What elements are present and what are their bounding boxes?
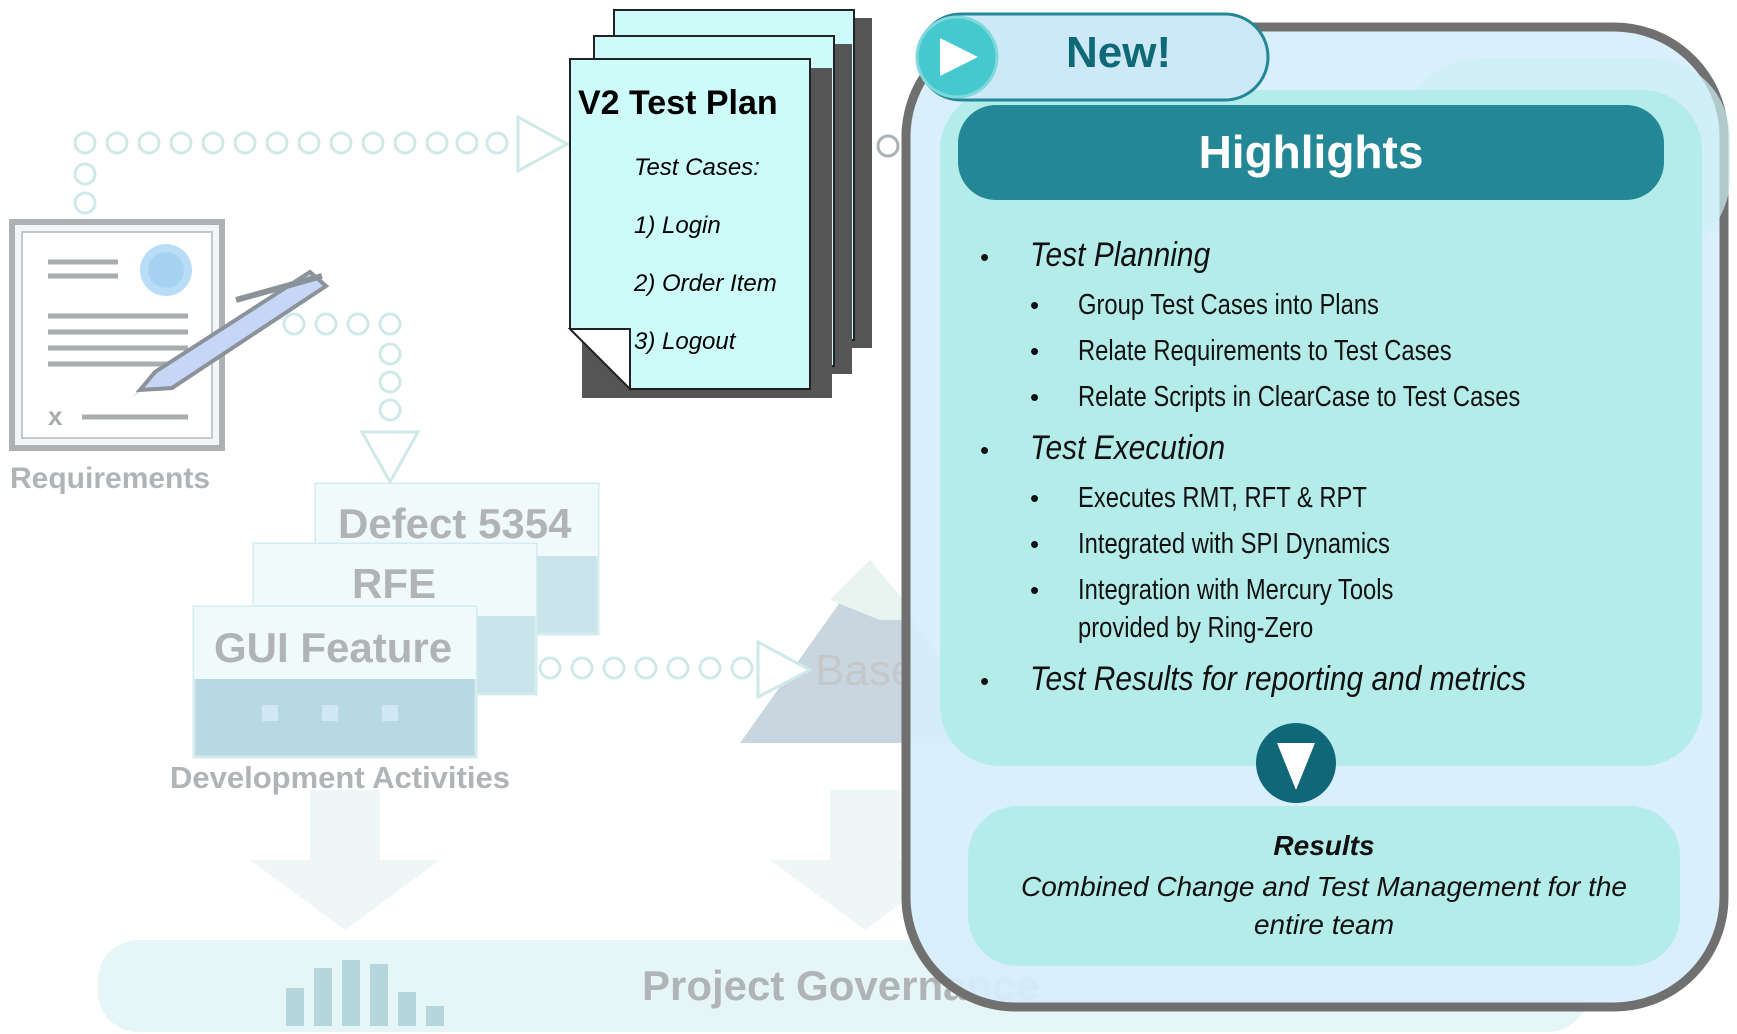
gui-feature-card-label: GUI Feature: [214, 624, 453, 671]
document-icon: x: [9, 219, 225, 451]
bullet-icon: •: [1030, 529, 1040, 559]
test-case-item: 1) Login: [634, 212, 721, 239]
section-heading: Test Results for reporting and metrics: [1030, 660, 1527, 698]
bar-chart-icon: [286, 960, 444, 1026]
rfe-card-label: RFE: [352, 560, 436, 607]
test-case-item: 3) Logout: [634, 328, 736, 355]
section-item: Group Test Cases into Plans: [1078, 289, 1379, 321]
new-badge-label: New!: [1066, 28, 1172, 77]
section-item-continued: provided by Ring-Zero: [1078, 612, 1314, 644]
dotted-connector-dev: [282, 312, 754, 680]
highlights-title: Highlights: [1198, 126, 1424, 178]
bullet-icon: •: [1030, 575, 1040, 605]
dotted-connector-top: [73, 131, 509, 215]
results-line-2: entire team: [1253, 909, 1395, 940]
defect-card-label: Defect 5354: [338, 500, 572, 547]
section-heading: Test Execution: [1030, 429, 1226, 467]
bullet-icon: •: [1030, 290, 1040, 320]
arrow-right-baseline: [756, 639, 814, 700]
section-heading: Test Planning: [1030, 236, 1211, 274]
arrow-down-dev: [359, 430, 421, 486]
requirements-label: Requirements: [10, 462, 211, 495]
test-plan-stack: [567, 9, 872, 398]
section-item: Executes RMT, RFT & RPT: [1078, 482, 1367, 514]
dev-cards: [192, 482, 600, 759]
bullet-icon: •: [1030, 382, 1040, 412]
bullet-icon: •: [980, 242, 990, 272]
pen-icon: [132, 269, 330, 398]
bullet-icon: •: [1030, 336, 1040, 366]
bullet-icon: •: [980, 435, 990, 465]
results-title: Results: [1273, 830, 1375, 861]
test-case-item: 2) Order Item: [634, 270, 777, 297]
bullet-icon: •: [1030, 483, 1040, 513]
arrow-right-top: [516, 114, 571, 174]
svg-text:x: x: [48, 401, 63, 431]
bullet-icon: •: [980, 666, 990, 696]
test-cases-label: Test Cases:: [634, 154, 760, 181]
development-activities-caption: Development Activities: [170, 760, 510, 795]
section-item: Relate Requirements to Test Cases: [1078, 335, 1452, 367]
results-line-1: Combined Change and Test Management for …: [1020, 871, 1628, 902]
section-item: Relate Scripts in ClearCase to Test Case…: [1078, 381, 1521, 413]
section-item: Integrated with SPI Dynamics: [1078, 528, 1390, 560]
section-item: Integration with Mercury Tools: [1078, 574, 1394, 606]
test-plan-title: V2 Test Plan: [578, 84, 778, 122]
